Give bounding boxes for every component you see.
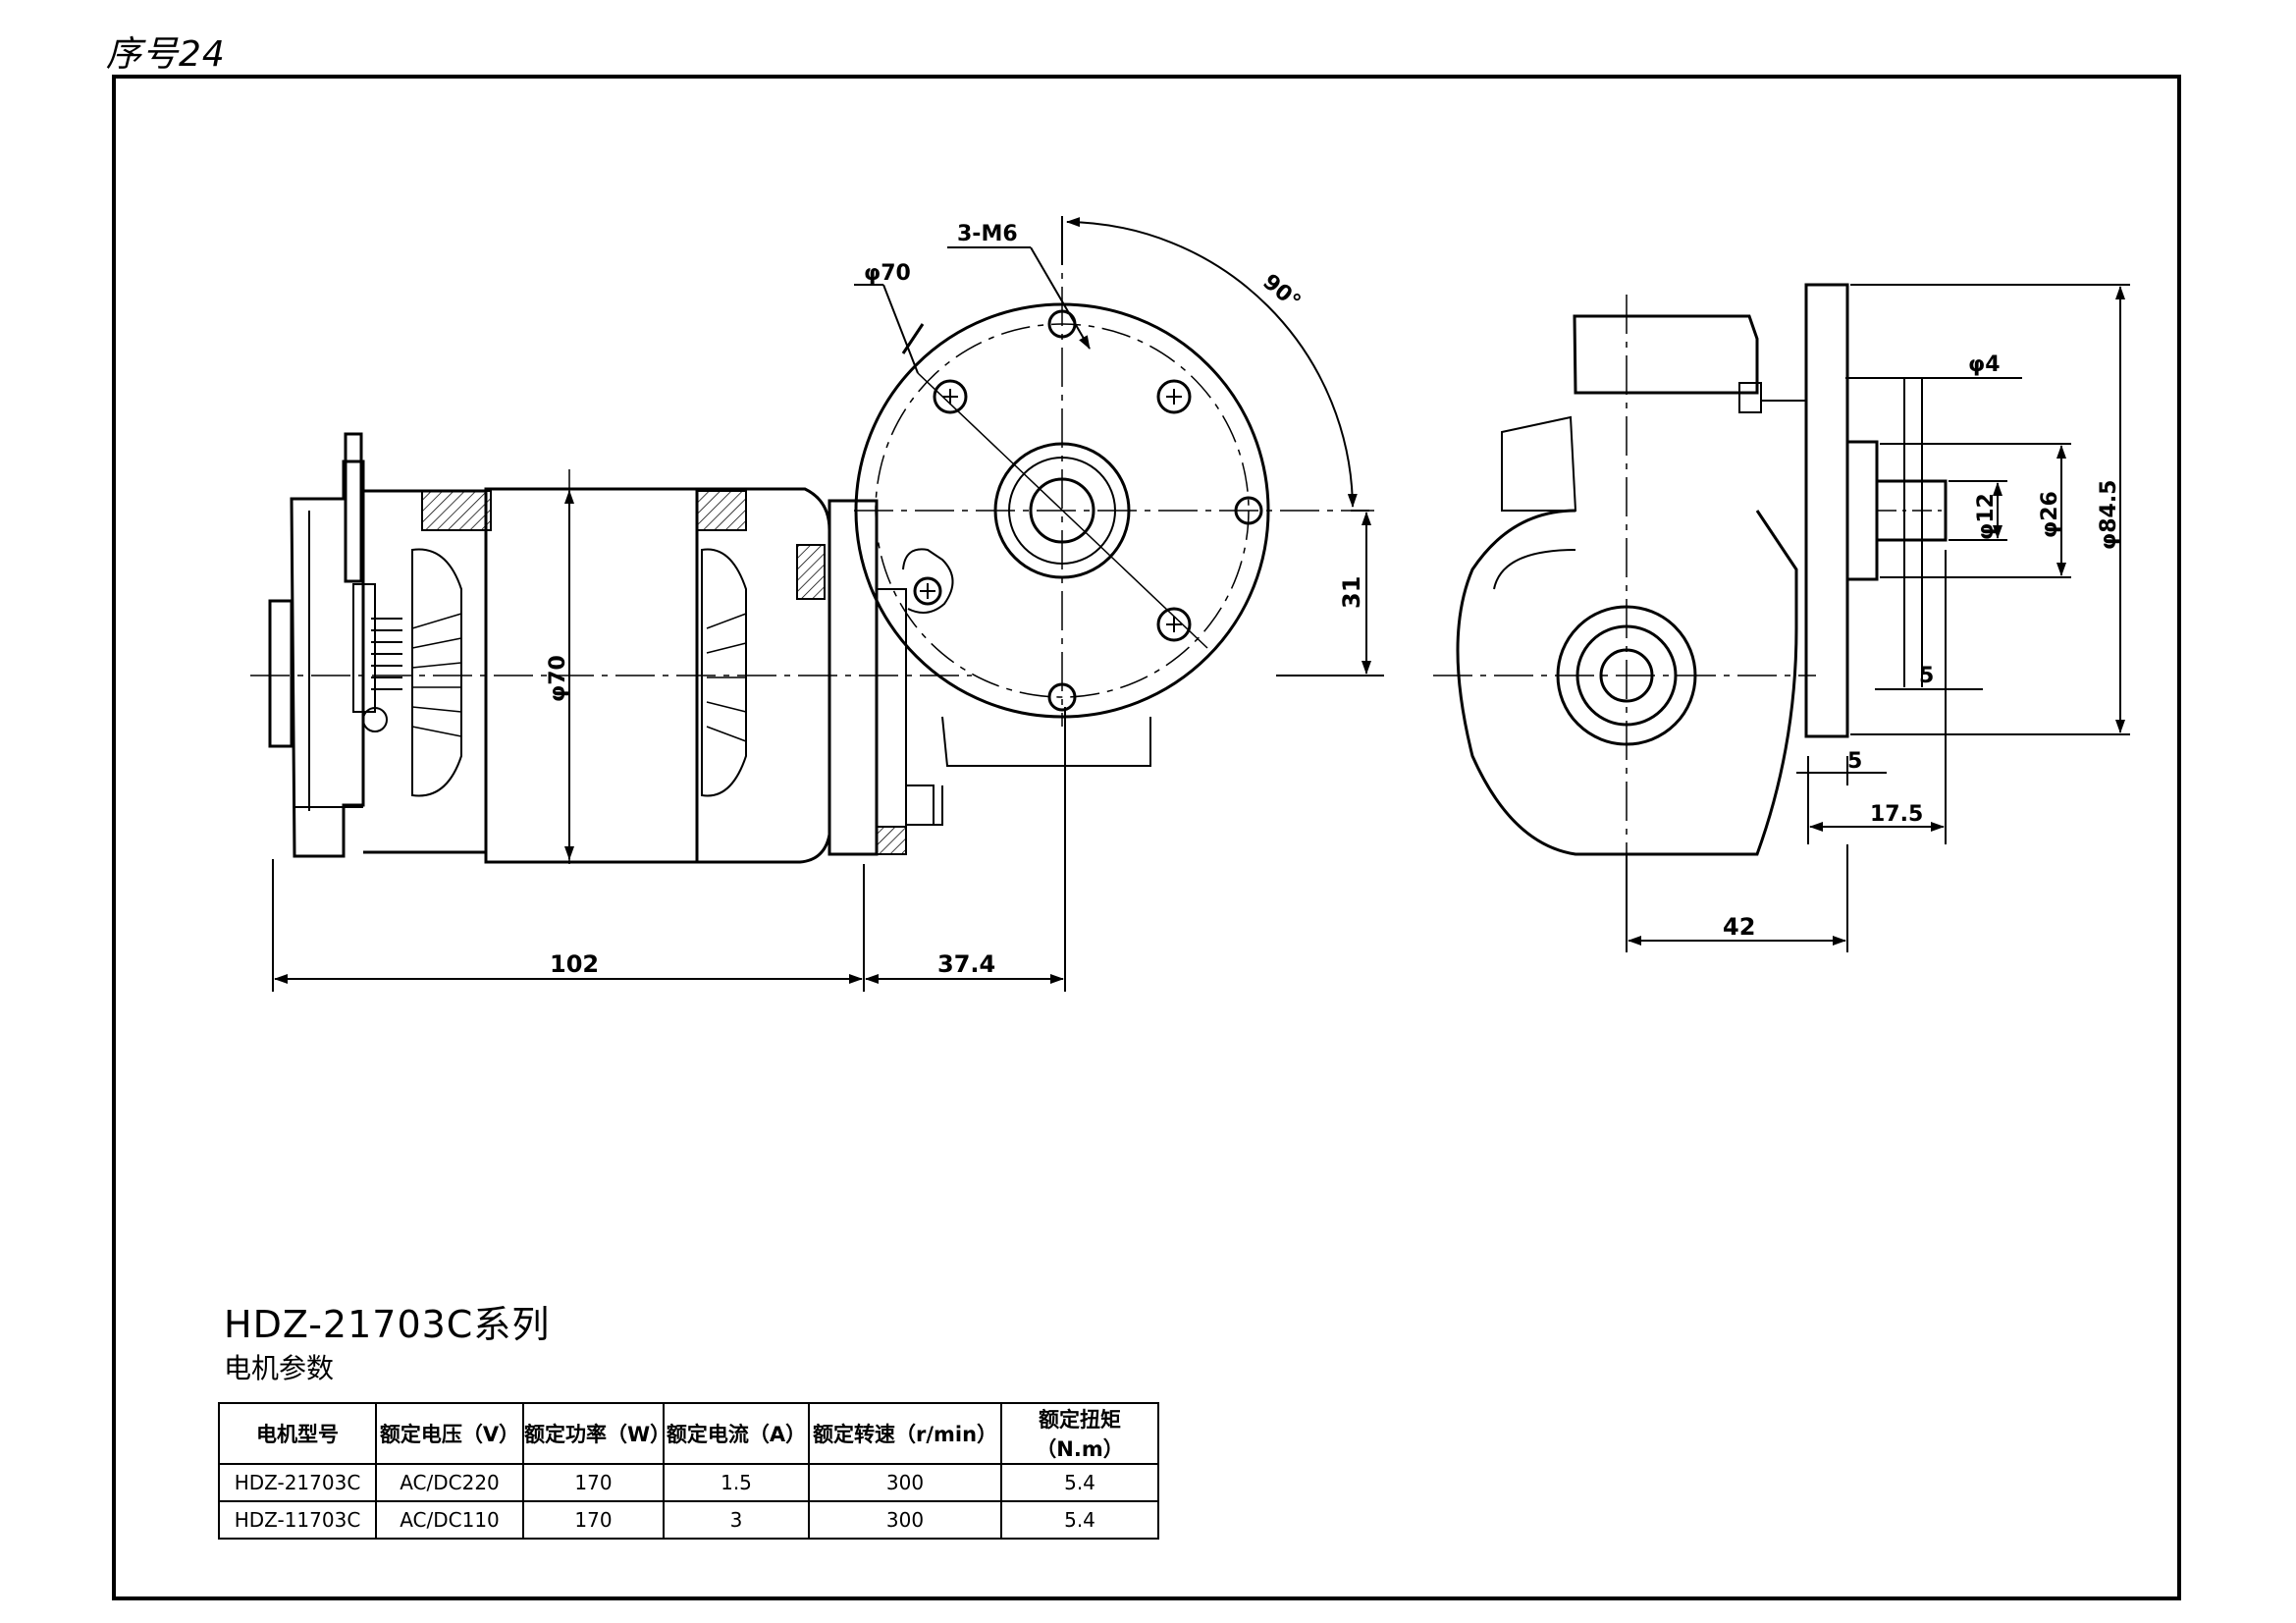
dim-stator-dia: φ70: [546, 655, 570, 702]
dim-bolt-circle: φ70: [864, 261, 911, 286]
dim-angle: 90°: [1257, 270, 1305, 315]
cell-voltage: AC/DC110: [375, 1500, 524, 1540]
series-title: HDZ-21703C系列: [224, 1303, 551, 1346]
dim-shaft-length: 17.5: [1870, 802, 1923, 827]
header-power: 额定功率（W）: [522, 1402, 670, 1465]
cell-current: 1.5: [663, 1463, 810, 1502]
cell-torque: 5.4: [1000, 1500, 1159, 1540]
brush-holder: [344, 432, 363, 583]
dim-shaft-dia: φ12: [1974, 493, 1999, 540]
cell-speed: 300: [808, 1500, 1002, 1540]
params-label: 电机参数: [224, 1352, 335, 1384]
rear-housing: [290, 460, 365, 858]
drawing-frame: [112, 75, 2181, 1600]
header-current: 额定电流（A）: [663, 1402, 810, 1465]
dim-pin-dia: φ4: [1968, 352, 2001, 377]
table-header-row: 电机型号 额定电压（V） 额定功率（W） 额定电流（A） 额定转速（r/min）…: [218, 1402, 1159, 1465]
table-row: HDZ-11703C AC/DC110 170 3 300 5.4: [218, 1500, 1159, 1540]
cell-current: 3: [663, 1500, 810, 1540]
header-voltage: 额定电压（V）: [375, 1402, 524, 1465]
rear-cap-plate: [268, 599, 294, 748]
cell-model: HDZ-21703C: [218, 1463, 377, 1502]
header-torque: 额定扭矩（N.m）: [1000, 1402, 1159, 1465]
dim-gap-a: 5: [1919, 664, 1934, 688]
winding-left: [411, 548, 462, 797]
dim-motor-length: 102: [550, 950, 599, 978]
dim-gearbox-length: 37.4: [937, 950, 995, 978]
dim-flange-dia: φ84.5: [2097, 480, 2121, 551]
dim-thread-callout: 3-M6: [957, 222, 1018, 246]
front-view: [250, 432, 972, 864]
cell-speed: 300: [808, 1463, 1002, 1502]
front-dimensions: [272, 490, 1384, 992]
header-model: 电机型号: [218, 1402, 377, 1465]
angle-dimension: [854, 216, 1369, 512]
cell-power: 170: [522, 1500, 665, 1540]
dim-shaft-offset: 31: [1338, 576, 1365, 609]
cell-voltage: AC/DC220: [375, 1463, 524, 1502]
dimension-labels: 3-M6 φ70 90° φ70 102 37.4 31 φ4 φ12 φ26 …: [546, 222, 2121, 978]
side-top-block: [1573, 314, 1759, 395]
side-view: [1433, 283, 1948, 874]
cell-power: 170: [522, 1463, 665, 1502]
side-gearbox-body: [1456, 509, 1798, 856]
table-row: HDZ-21703C AC/DC220 170 1.5 300 5.4: [218, 1463, 1159, 1502]
cell-model: HDZ-11703C: [218, 1500, 377, 1540]
motor-parameters-table: 电机型号 额定电压（V） 额定功率（W） 额定电流（A） 额定转速（r/min）…: [218, 1402, 1159, 1540]
winding-right: [701, 548, 747, 797]
flange-end-view: [854, 226, 1374, 767]
dim-gap-b: 5: [1847, 749, 1862, 774]
sheet-number: 序号24: [106, 34, 226, 75]
dim-side-width: 42: [1723, 913, 1755, 941]
cell-torque: 5.4: [1000, 1463, 1159, 1502]
side-flange: [1804, 283, 1849, 738]
dim-hub-dia: φ26: [2038, 491, 2062, 538]
gearbox-side: [828, 499, 879, 856]
header-speed: 额定转速（r/min）: [808, 1402, 1002, 1465]
side-dimensions: [1626, 284, 2130, 952]
side-hub: [1845, 440, 1879, 581]
